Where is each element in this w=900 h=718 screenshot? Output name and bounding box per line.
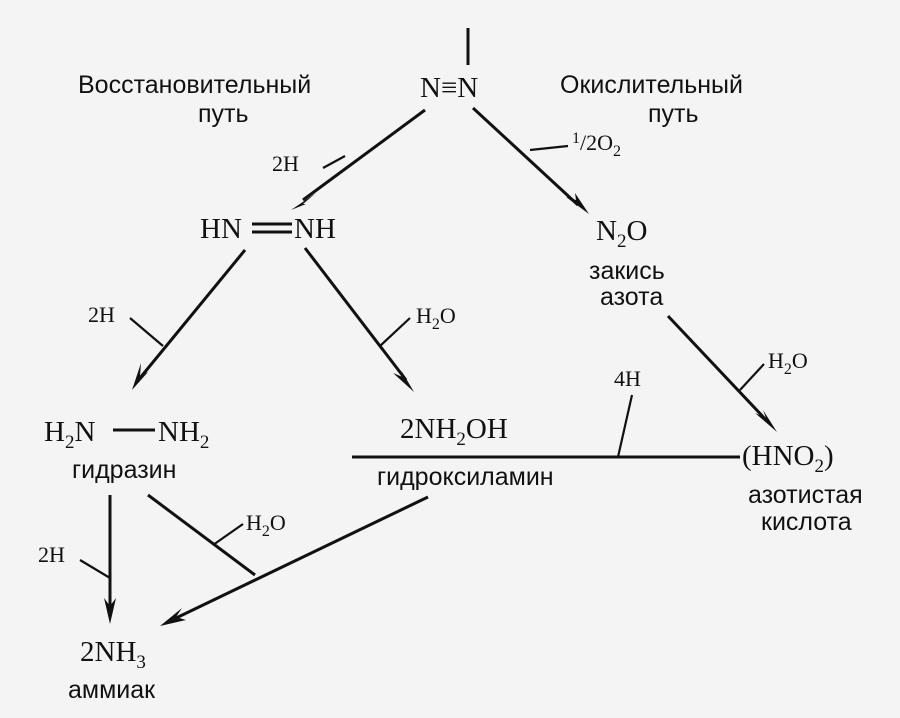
svg-text:H2O: H2O (416, 303, 456, 333)
arrowhead-hydroxylamine-to-ammonia (160, 608, 186, 626)
arrowhead-to-nitrous-acid (755, 410, 777, 432)
svg-text:2NH3: 2NH3 (80, 636, 146, 673)
reagent-tick-water-hydroxylamine (379, 317, 411, 347)
arrow-to-nitrous-oxide (471, 106, 580, 207)
reagent-tick-water-nitrous (739, 363, 765, 391)
nitrous-oxide-name-line1: закись (589, 257, 665, 285)
half-o2-superscript: 1 (572, 130, 580, 147)
diazene-right: NH (294, 213, 336, 245)
reagent-2h-ammonia: 2H (38, 542, 65, 567)
nitrous-acid-formula: (HNO2) (742, 440, 834, 477)
reagent-tick-2h-first (322, 155, 346, 169)
nitrous-acid-name-line1: азотистая (748, 481, 863, 509)
svg-text:H2N: H2N (44, 416, 95, 453)
reagent-tick-4h (616, 394, 634, 458)
svg-text:H2O: H2O (768, 348, 808, 378)
reagent-tick-2h-hydrazine (129, 317, 164, 347)
arrow-to-nitrous-acid (666, 314, 770, 424)
nitrous-acid-name-line2: кислота (761, 508, 852, 536)
hydrazine-water-branch (147, 493, 256, 577)
nitrous-oxide-formula: N2O (596, 215, 647, 252)
dinitrogen-formula: N≡N (420, 72, 478, 104)
hydroxylamine-name: гидроксиламин (377, 463, 554, 491)
diazene-left: HN (200, 213, 242, 245)
reagent-water-ammonia: H2O (246, 510, 286, 540)
svg-text:(HNO2): (HNO2) (742, 440, 834, 477)
arrowhead-to-hydrazine (132, 363, 148, 390)
reagent-2h-first: 2H (272, 151, 299, 176)
reagent-half-o2: 1/2O2 (572, 130, 621, 160)
oxidative-pathway-title-line1: Окислительный (560, 71, 743, 99)
reagent-tick-2h-ammonia (79, 559, 111, 579)
ammonia-name: аммиак (68, 676, 156, 704)
hydrazine-name: гидразин (72, 456, 176, 484)
hydrazine-formula: H2N NH2 (44, 416, 209, 453)
hydroxylamine-formula: 2NH2OH (400, 413, 508, 450)
arrow-to-hydrazine (138, 249, 247, 379)
reductive-pathway-title-line2: путь (198, 100, 249, 128)
nitrous-oxide-name-line2: азота (600, 283, 663, 311)
half-o2-slash: / (580, 130, 587, 155)
ammonia-formula: 2NH3 (80, 636, 146, 673)
reagent-tick-water-ammonia (212, 523, 244, 546)
svg-text:NH2: NH2 (158, 416, 209, 453)
reagent-4h: 4H (614, 366, 641, 391)
half-o2-main: 2O (586, 130, 613, 155)
arrowhead-to-nitrous-oxide (566, 193, 589, 214)
svg-text:2NH2OH: 2NH2OH (400, 413, 508, 450)
half-o2-sub: 2 (613, 143, 621, 160)
arrowhead-to-hydroxylamine (393, 370, 414, 392)
arrow-hydroxylamine-to-ammonia (173, 495, 429, 621)
reductive-pathway-title-line1: Восстановительный (78, 71, 311, 99)
arrowhead-hydrazine-to-ammonia (104, 598, 116, 624)
oxidative-pathway-title-line2: путь (648, 100, 699, 128)
reagent-2h-hydrazine: 2H (88, 302, 115, 327)
svg-text:H2O: H2O (246, 510, 286, 540)
reagent-water-hydroxylamine: H2O (416, 303, 456, 333)
arrowhead-to-diazene (291, 193, 316, 210)
reagent-water-nitrous: H2O (768, 348, 808, 378)
svg-text:1/2O2: 1/2O2 (572, 130, 621, 160)
reagent-tick-half-o2 (529, 144, 569, 152)
svg-text:N2O: N2O (596, 215, 647, 252)
arrow-to-diazene (302, 108, 426, 202)
arrow-to-hydroxylamine (303, 247, 408, 381)
